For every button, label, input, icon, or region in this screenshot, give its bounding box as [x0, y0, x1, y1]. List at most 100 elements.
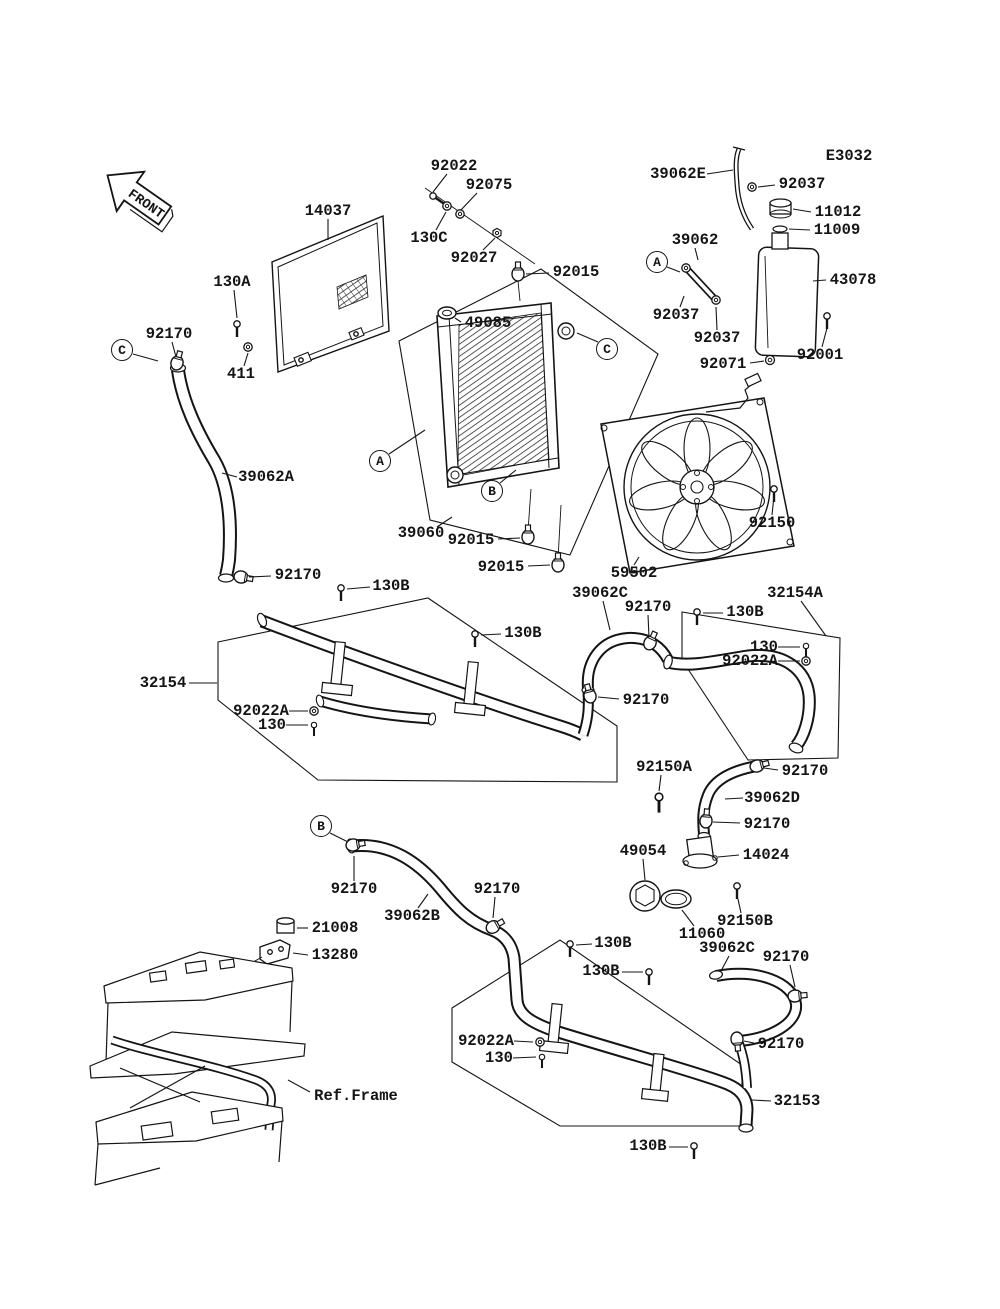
cap-11012 [769, 198, 792, 219]
part-label-39062C: 39062C [572, 584, 628, 602]
part-label-21008: 21008 [311, 919, 359, 937]
gasket-11009 [772, 225, 788, 233]
leader-line [743, 1040, 755, 1044]
leader-line [525, 272, 550, 275]
leader-line [480, 633, 502, 636]
leader-line [737, 898, 742, 914]
leader-line [681, 909, 695, 927]
part-label-59502: 59502 [610, 564, 658, 582]
leader-line [597, 696, 620, 700]
leader-line [658, 774, 662, 792]
part-label-39062C: 39062C [699, 939, 755, 957]
hose-39062C-upper-art [581, 631, 674, 689]
part-label-92022A: 92022A [458, 1032, 514, 1050]
part-label-130B: 130B [582, 962, 620, 980]
leader-line [435, 211, 447, 231]
pipe-32153-art [451, 923, 754, 1133]
part-label-14024: 14024 [742, 846, 790, 864]
callout-B: B [481, 480, 503, 502]
leader-line [642, 858, 646, 881]
part-label-130B: 130B [726, 603, 764, 621]
part-label-92170: 92170 [622, 691, 670, 709]
part-label-130B: 130B [372, 577, 410, 595]
leader-line [749, 360, 765, 364]
part-label-92150B: 92150B [717, 912, 773, 930]
part-label-92150A: 92150A [636, 758, 692, 776]
fan-connector [744, 372, 762, 388]
part-label-130C: 130C [410, 229, 448, 247]
leader-line [243, 352, 249, 367]
part-label-43078: 43078 [829, 271, 877, 289]
part-label-92170: 92170 [743, 815, 791, 833]
leader-line [666, 266, 681, 273]
part-label-92170: 92170 [145, 325, 193, 343]
leader-line [717, 854, 740, 858]
part-label-130: 130 [750, 638, 778, 656]
part-label-92170: 92170 [473, 880, 521, 898]
part-label-13280: 13280 [311, 946, 359, 964]
part-label-32153: 32153 [773, 1092, 821, 1110]
part-label-39062A: 39062A [238, 468, 294, 486]
part-label-39062: 39062 [671, 231, 719, 249]
leader-line [436, 516, 453, 528]
part-label-14037: 14037 [304, 202, 352, 220]
leader-line [679, 295, 685, 308]
thermostat-parts-art [629, 835, 718, 912]
leader-line [346, 586, 371, 590]
leader-line [694, 247, 699, 261]
leader-line [800, 600, 827, 637]
leader-line [724, 797, 744, 800]
part-label-92015: 92015 [477, 558, 525, 576]
leader-line [513, 1040, 534, 1043]
part-label-49054: 49054 [619, 842, 667, 860]
part-label-130: 130 [485, 1049, 513, 1067]
damper-21008-art [276, 917, 295, 934]
part-label-92071: 92071 [699, 355, 747, 373]
leader-line [454, 317, 462, 323]
part-label-11012: 11012 [814, 203, 862, 221]
part-label-92015: 92015 [447, 531, 495, 549]
thermostat-49054 [629, 880, 661, 912]
part-label-130B: 130B [504, 624, 542, 642]
leader-line [499, 469, 517, 484]
leader-line [497, 537, 521, 540]
part-label-92170: 92170 [762, 948, 810, 966]
leader-line [763, 767, 779, 771]
leader-line [788, 228, 811, 231]
radiator-cap-49085 [437, 306, 457, 320]
leader-line [417, 893, 429, 909]
leader-line [712, 821, 741, 824]
part-label-92037: 92037 [778, 175, 826, 193]
callout-C: C [596, 338, 618, 360]
leader-line [482, 237, 496, 251]
part-label-92022A: 92022A [233, 702, 289, 720]
fan-59502-art [600, 372, 795, 574]
part-label-130: 130 [258, 716, 286, 734]
part-label-E3032: E3032 [825, 147, 873, 165]
part-label-39060: 39060 [397, 524, 445, 542]
part-label-130B: 130B [629, 1137, 667, 1155]
callout-C: C [111, 339, 133, 361]
part-label-130A: 130A [213, 273, 251, 291]
part-label-11009: 11009 [813, 221, 861, 239]
part-label-32154: 32154 [139, 674, 187, 692]
panel-14037-art [271, 214, 390, 373]
leader-line [171, 341, 177, 358]
leader-line [527, 564, 551, 567]
leader-line [432, 173, 448, 193]
part-label-92170: 92170 [781, 762, 829, 780]
leader-line [287, 1079, 311, 1093]
leader-line [233, 289, 238, 319]
part-label-92015: 92015 [552, 263, 600, 281]
ref-frame-art [89, 951, 306, 1186]
part-label-92027: 92027 [450, 249, 498, 267]
part-label-130B: 130B [594, 934, 632, 952]
part-label-Ref.Frame: Ref.Frame [314, 1087, 398, 1105]
leader-line [633, 556, 640, 566]
leader-line [715, 306, 718, 331]
leader-line [576, 332, 599, 343]
bracket-13280-art [233, 939, 291, 974]
drain-92071 [764, 354, 776, 366]
part-label-11060: 11060 [678, 925, 726, 943]
